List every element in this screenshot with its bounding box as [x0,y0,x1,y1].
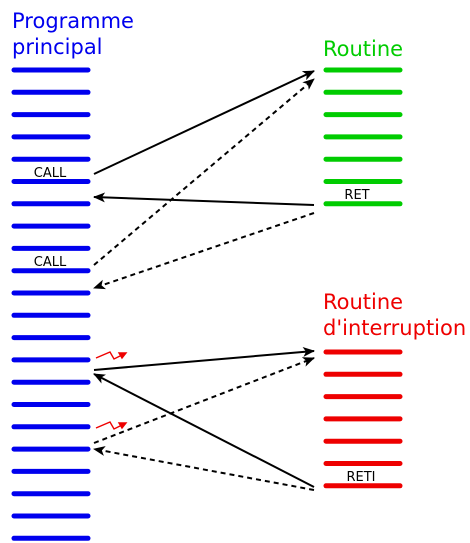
interrupt-signal-icon-2 [95,421,128,430]
call-label-2: CALL [34,255,67,270]
interrupt-arrows [93,346,315,491]
routine-title: Routine [323,37,403,61]
call-label-1: CALL [34,166,67,181]
routine-instructions [323,67,403,207]
interrupt-signal-icon-1 [95,351,128,360]
reti-arrow-2 [93,446,315,491]
return-arrow-2 [93,212,315,290]
interrupt-arrow-1 [93,346,315,371]
interrupt-routine-title-line2: d'interruption [323,316,466,340]
call-arrows [93,70,315,290]
main-program-title-line1: Programme [12,9,134,33]
return-arrow-1 [93,192,315,206]
main-program-instructions [11,67,91,541]
call-arrow-1 [93,70,315,175]
interrupt-arrow-2 [93,357,315,444]
interrupt-routine-instructions [323,349,403,489]
ret-label: RET [344,188,369,203]
reti-arrow-1 [93,373,315,488]
reti-label: RETI [346,470,375,485]
call-arrow-2 [93,78,315,266]
main-program-title-line2: principal [12,35,103,59]
interrupt-routine-title-line1: Routine [323,290,403,314]
